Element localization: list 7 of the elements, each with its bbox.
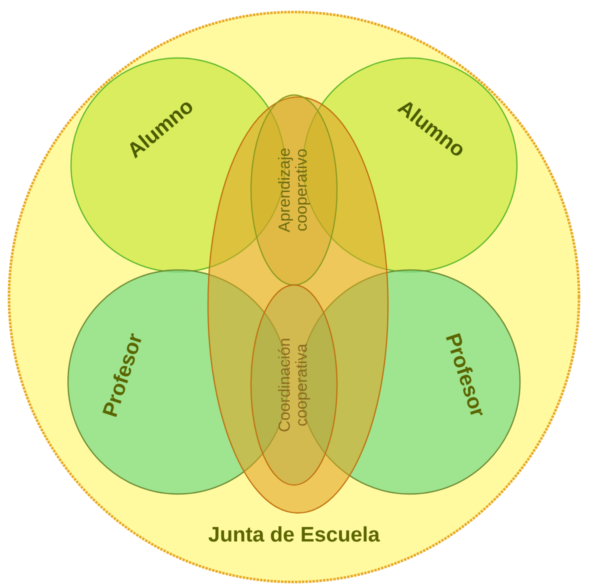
- lens-ellipse: [250, 284, 338, 486]
- tall-ellipse: [207, 96, 389, 514]
- region-label: Aprendizaje cooperativo: [278, 148, 310, 232]
- venn-circle: [67, 269, 289, 495]
- heading-label: Junta de Escuela: [208, 526, 380, 542]
- region-label: Coordinación cooperativa: [278, 338, 310, 432]
- lens-ellipse: [250, 94, 338, 286]
